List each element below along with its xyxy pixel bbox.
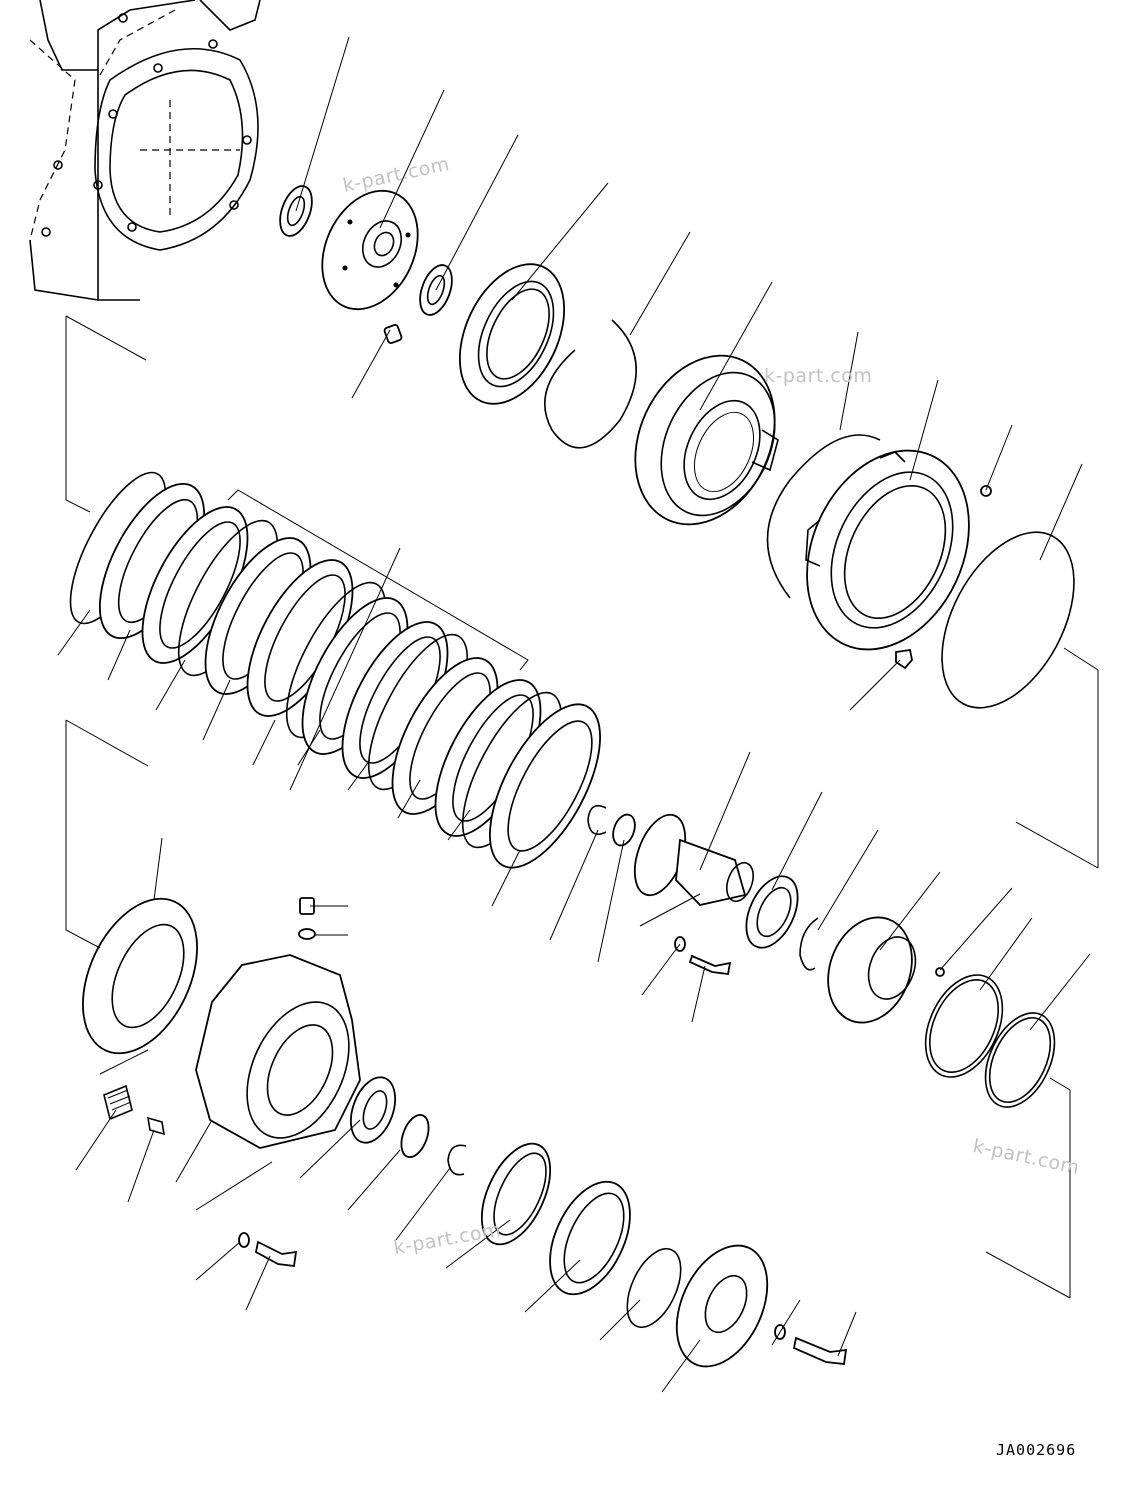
watermark-2: k-part.com — [764, 365, 873, 387]
retainer-plate-upper — [321, 189, 419, 311]
o-ring-lower-1 — [924, 974, 1004, 1078]
thrust-washer — [612, 813, 636, 847]
group-brackets — [65, 315, 1099, 1299]
plug-mid — [895, 648, 913, 670]
clutch-housing — [805, 449, 970, 651]
roller-bearing-mid — [745, 875, 799, 949]
o-ring-lower-2 — [984, 1012, 1056, 1108]
ball-small — [935, 967, 945, 977]
leader-lines — [57, 36, 1091, 1393]
snap-ring-lower — [447, 1144, 467, 1176]
ball-detent — [980, 485, 992, 497]
bearing-lower — [549, 1180, 631, 1296]
snap-ring-mid — [766, 434, 881, 599]
seal-ring-lower — [400, 1114, 430, 1158]
plug-upper — [383, 324, 403, 344]
bolt-left — [254, 1240, 298, 1268]
end-cover — [675, 1244, 769, 1368]
snap-ring-small — [587, 804, 607, 836]
o-ring-large-right — [941, 531, 1075, 709]
snap-ring-upper — [544, 319, 637, 449]
bolt-mid — [688, 954, 732, 975]
main-housing — [195, 954, 361, 1149]
drawing-code: JA002696 — [996, 1441, 1077, 1459]
clutch-pack — [69, 471, 601, 869]
spring-small — [147, 1116, 165, 1136]
clutch-pack-bracket — [227, 489, 529, 671]
roller-bearing-large — [458, 263, 566, 405]
transmission-housing — [29, 0, 261, 301]
plug-top — [298, 897, 316, 940]
snap-ring-right — [799, 917, 819, 971]
carrier-hub — [827, 916, 917, 1024]
sleeve — [480, 1142, 552, 1246]
housing-bolt-holes — [41, 13, 252, 237]
o-ring-bottom — [626, 1248, 682, 1328]
oil-seal-lower — [349, 1076, 397, 1144]
piston-cover — [82, 897, 198, 1055]
spring — [103, 1084, 133, 1121]
hub-flange — [633, 813, 754, 906]
bolt-bottom — [792, 1336, 848, 1365]
clutch-drum — [634, 354, 779, 526]
washer-left — [238, 1232, 250, 1248]
